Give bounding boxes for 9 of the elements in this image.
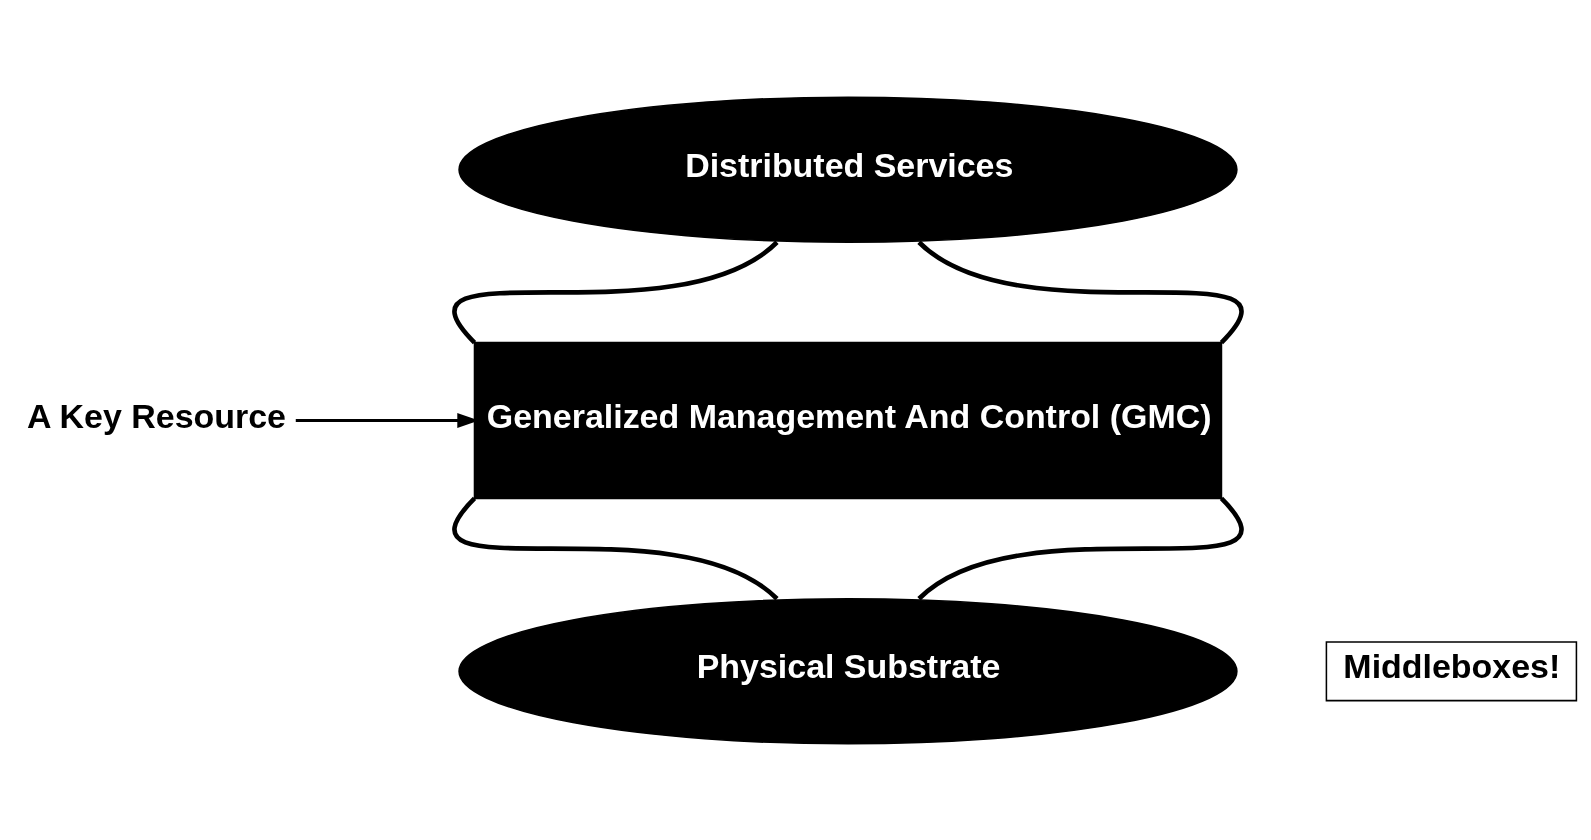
node-ellipse: Distributed Services — [458, 95, 1238, 243]
connector — [453, 496, 779, 601]
node-box: Middleboxes! — [1325, 640, 1578, 701]
connector — [917, 239, 1243, 344]
node-ellipse: Physical Substrate — [458, 597, 1238, 745]
connector — [453, 239, 779, 344]
node-text: A Key Resource — [26, 396, 286, 435]
node-box: Generalized Management And Control (GMC) — [473, 341, 1223, 499]
connector — [917, 496, 1243, 601]
